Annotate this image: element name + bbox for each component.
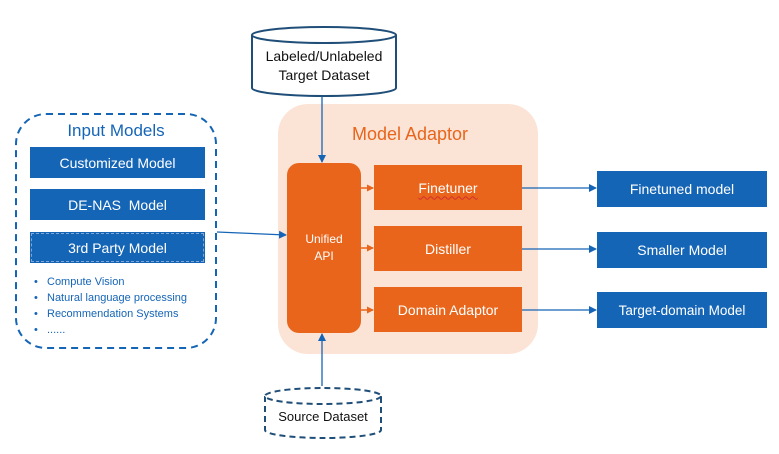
unified-api-line1: Unified <box>305 232 343 246</box>
arrow-input-to-api <box>216 230 287 239</box>
finetuned-model-output: Finetuned model <box>597 171 767 207</box>
finetuner-box: Finetuner <box>374 165 522 210</box>
target-domain-model-output: Target-domain Model <box>597 292 767 328</box>
target-dataset-line2: Target Dataset <box>278 67 370 83</box>
target-dataset-cylinder <box>251 26 397 97</box>
unified-api-line2: API <box>314 249 334 263</box>
de-nas-model-box: DE-NAS Model <box>30 189 205 220</box>
source-dataset-label: Source Dataset <box>278 408 368 424</box>
domain-item: Recommendation Systems <box>32 306 212 322</box>
model-adaptor-title: Model Adaptor <box>351 124 469 144</box>
domain-item: Compute Vision <box>32 274 212 290</box>
distiller-box: Distiller <box>374 226 522 271</box>
target-dataset-line1: Labeled/Unlabeled <box>265 48 383 64</box>
domain-adaptor-box: Domain Adaptor <box>374 287 522 332</box>
domain-item: Natural language processing <box>32 290 212 306</box>
finetuner-label: Finetuner <box>418 179 478 196</box>
target-dataset-label: Labeled/Unlabeled Target Dataset <box>252 44 396 88</box>
unified-api-box: Unified API <box>287 163 361 333</box>
input-models-title: Input Models <box>67 121 165 140</box>
model-domain-list: Compute Vision Natural language processi… <box>32 274 212 338</box>
third-party-model-box: 3rd Party Model <box>30 232 205 263</box>
source-dataset-cylinder <box>264 387 382 439</box>
customized-model-box: Customized Model <box>30 147 205 178</box>
domain-item: ...... <box>32 322 212 338</box>
smaller-model-output: Smaller Model <box>597 232 767 268</box>
